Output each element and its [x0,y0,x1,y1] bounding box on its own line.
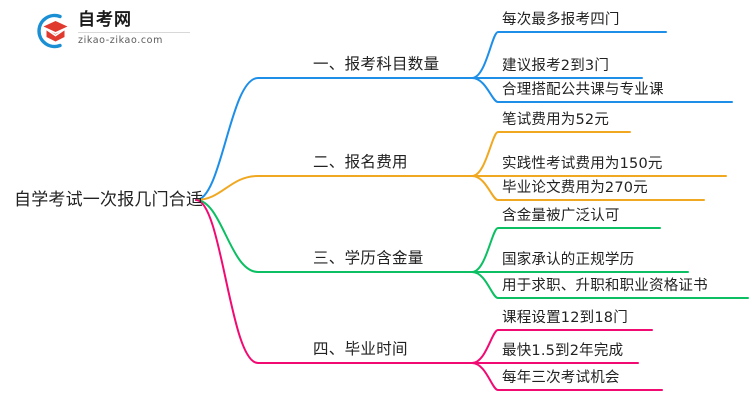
branch-1-child-0-label: 每次最多报考四门 [502,12,620,28]
branch-4-label: 四、毕业时间 [313,340,408,358]
branch-1-child-1-label: 建议报考2到3门 [502,58,610,74]
branch-4-child-2-label: 每年三次考试机会 [502,370,620,386]
mindmap-root-label: 自学考试一次报几门合适 [14,190,204,210]
branch-2-child-2-label: 毕业论文费用为270元 [502,180,648,196]
branch-3-child-2-label: 用于求职、升职和职业资格证书 [502,278,708,294]
branch-1-label: 一、报考科目数量 [313,55,440,73]
site-logo: 自考网 zikao-zikao.com [30,8,190,54]
branch-1-trunk [195,77,473,201]
logo-text-block: 自考网 zikao-zikao.com [78,10,190,47]
branch-1-child-2-label: 合理搭配公共课与专业课 [502,82,664,98]
branch-3-child-1-label: 国家承认的正规学历 [502,252,635,268]
branch-2-label: 二、报名费用 [313,153,408,171]
branch-4-child-0-label: 课程设置12到18门 [502,310,628,326]
branch-2-child-1-label: 实践性考试费用为150元 [502,156,663,172]
branch-4-child-1-label: 最快1.5到2年完成 [502,343,624,359]
logo-divider [78,32,190,33]
branch-2-trunk [195,175,473,201]
branch-3-label: 三、学历含金量 [313,249,424,267]
logo-title: 自考网 [78,10,132,30]
branch-3-child-0-label: 含金量被广泛认可 [502,208,620,224]
branch-2-child-0-label: 笔试费用为52元 [502,112,610,128]
graduation-cap-icon [30,10,72,52]
logo-domain: zikao-zikao.com [78,35,163,46]
